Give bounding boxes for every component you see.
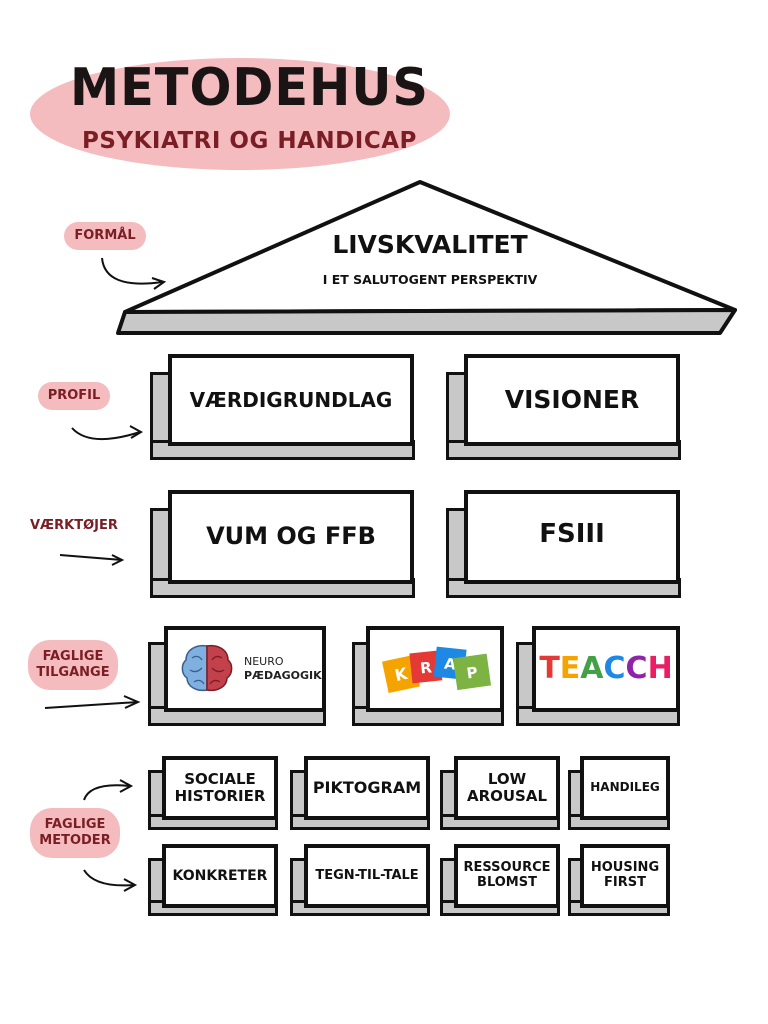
title-highlight	[30, 58, 450, 170]
arrow-profil	[71, 427, 141, 441]
krap-letter-p: P	[465, 663, 478, 682]
teacch-letter-c1: C	[603, 650, 626, 686]
teacch-letter-e: E	[559, 650, 581, 686]
arrow-metoder-down	[83, 869, 135, 887]
krap-letter-k: K	[393, 664, 410, 685]
box-fsiii: FSIII	[464, 490, 680, 584]
arrow-metoder-up	[83, 784, 131, 801]
roof-subtitle: I ET SALUTOGENT PERSPEKTIV	[322, 272, 538, 287]
teacch-letter-a: A	[580, 650, 604, 686]
label-vaerktoejer: VÆRKTØJER	[30, 518, 118, 533]
box-piktogram: PIKTOGRAM	[304, 756, 430, 820]
box-housing-first: HOUSING FIRST	[580, 844, 670, 908]
teacch-letter-c2: C	[625, 650, 648, 686]
box-konkreter: KONKRETER	[162, 844, 278, 908]
arrow-vaerktoejer	[59, 554, 123, 561]
page-subtitle: PSYKIATRI OG HANDICAP	[82, 128, 417, 154]
roof-beam	[116, 308, 737, 335]
page-title: METODEHUS	[70, 58, 429, 118]
arrow-tilgange	[44, 701, 139, 709]
box-vaerdigrundlag: VÆRDIGRUNDLAG	[168, 354, 414, 446]
roof-title: LIVSKVALITET	[332, 230, 528, 259]
teacch-letter-t: T	[539, 650, 560, 686]
box-krap: K R A P	[366, 626, 504, 712]
box-visioner: VISIONER	[464, 354, 680, 446]
box-neuropaedagogik: NEURO PÆDAGOGIK	[164, 626, 326, 712]
label-faglige-metoder: FAGLIGE METODER	[30, 808, 120, 858]
teacch-letter-h: H	[647, 650, 673, 686]
box-tegn-til-tale: TEGN-TIL-TALE	[304, 844, 430, 908]
label-formaal: FORMÅL	[64, 222, 146, 250]
box-vum-og-ffb: VUM OG FFB	[168, 490, 414, 584]
arrow-formaal	[101, 257, 163, 285]
brain-icon	[181, 644, 233, 692]
box-handileg: HANDILEG	[580, 756, 670, 820]
neuro-line1: NEURO	[244, 654, 284, 668]
label-profil: PROFIL	[38, 382, 110, 410]
krap-logo: K R A P	[382, 646, 492, 693]
label-faglige-tilgange: FAGLIGE TILGANGE	[28, 640, 118, 690]
box-sociale-historier: SOCIALE HISTORIER	[162, 756, 278, 820]
box-low-arousal: LOW AROUSAL	[454, 756, 560, 820]
neuro-line2: PÆDAGOGIK	[244, 669, 322, 682]
krap-letter-r: R	[419, 658, 433, 677]
box-ressource-blomst: RESSOURCE BLOMST	[454, 844, 560, 908]
